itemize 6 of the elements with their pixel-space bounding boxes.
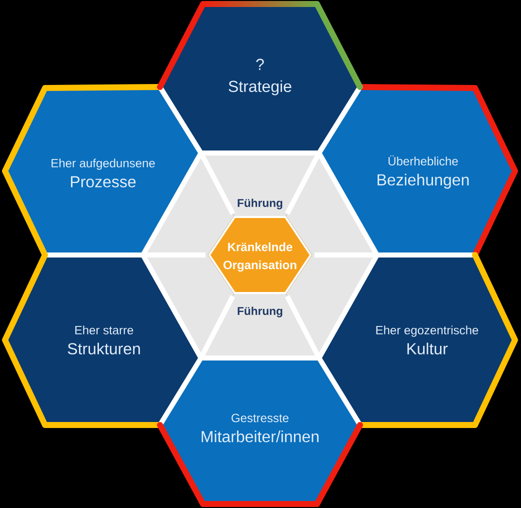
- hexagon-tile: ? Strategie: [157, 1, 363, 156]
- hexagon-tile: Gestresste Mitarbeiter/innen: [157, 356, 363, 507]
- center-hexagon: Kränkelnde Organisation: [208, 216, 312, 294]
- node-label: Führung: [238, 198, 282, 210]
- hexagon-segment: Führung: [198, 294, 322, 360]
- node-label: Führung: [238, 306, 282, 318]
